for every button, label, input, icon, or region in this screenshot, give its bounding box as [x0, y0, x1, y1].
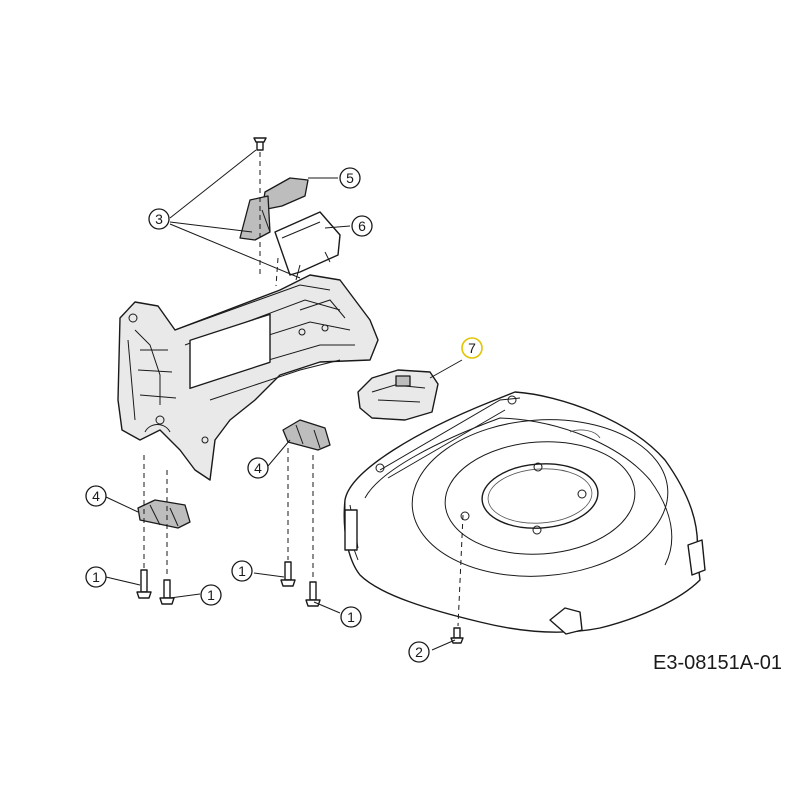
cover-part-7: [357, 369, 439, 421]
callout-1-d[interactable]: 1: [340, 606, 362, 628]
bolt-part-1-a: [136, 569, 152, 599]
callout-label: 6: [358, 218, 366, 234]
callout-1-a[interactable]: 1: [85, 566, 107, 588]
callout-4-right[interactable]: 4: [247, 457, 269, 479]
bolt-part-1-b: [159, 579, 175, 605]
callout-label: 1: [92, 569, 100, 585]
callout-7[interactable]: 7: [461, 337, 483, 359]
drawing-code: E3-08151A-01: [653, 652, 782, 674]
callout-3[interactable]: 3: [148, 208, 170, 230]
callout-4-left[interactable]: 4: [85, 485, 107, 507]
clip-part-5: [239, 177, 309, 241]
rear-housing: [117, 274, 379, 481]
callout-6[interactable]: 6: [351, 215, 373, 237]
screw-part-3: [253, 137, 267, 151]
callout-1-c[interactable]: 1: [231, 560, 253, 582]
callout-label: 4: [254, 460, 262, 476]
callout-label: 1: [207, 587, 215, 603]
bracket-part-4-right: [282, 419, 331, 451]
callout-1-b[interactable]: 1: [200, 584, 222, 606]
callout-label: 5: [346, 170, 354, 186]
plate-part-6: [274, 211, 341, 281]
leader-lines: [105, 149, 463, 651]
bolt-part-1-d: [305, 581, 321, 607]
bolt-part-1-c: [280, 561, 296, 587]
callout-label: 1: [347, 609, 355, 625]
assembly-lines: [143, 152, 464, 627]
callout-label: 1: [238, 563, 246, 579]
callout-2[interactable]: 2: [408, 641, 430, 663]
callout-label: 4: [92, 488, 100, 504]
mower-deck: [343, 391, 706, 635]
callout-label: 7: [468, 340, 476, 356]
callout-label: 3: [155, 211, 163, 227]
bracket-part-4-left: [137, 499, 191, 529]
callout-label: 2: [415, 644, 423, 660]
callout-5[interactable]: 5: [339, 167, 361, 189]
